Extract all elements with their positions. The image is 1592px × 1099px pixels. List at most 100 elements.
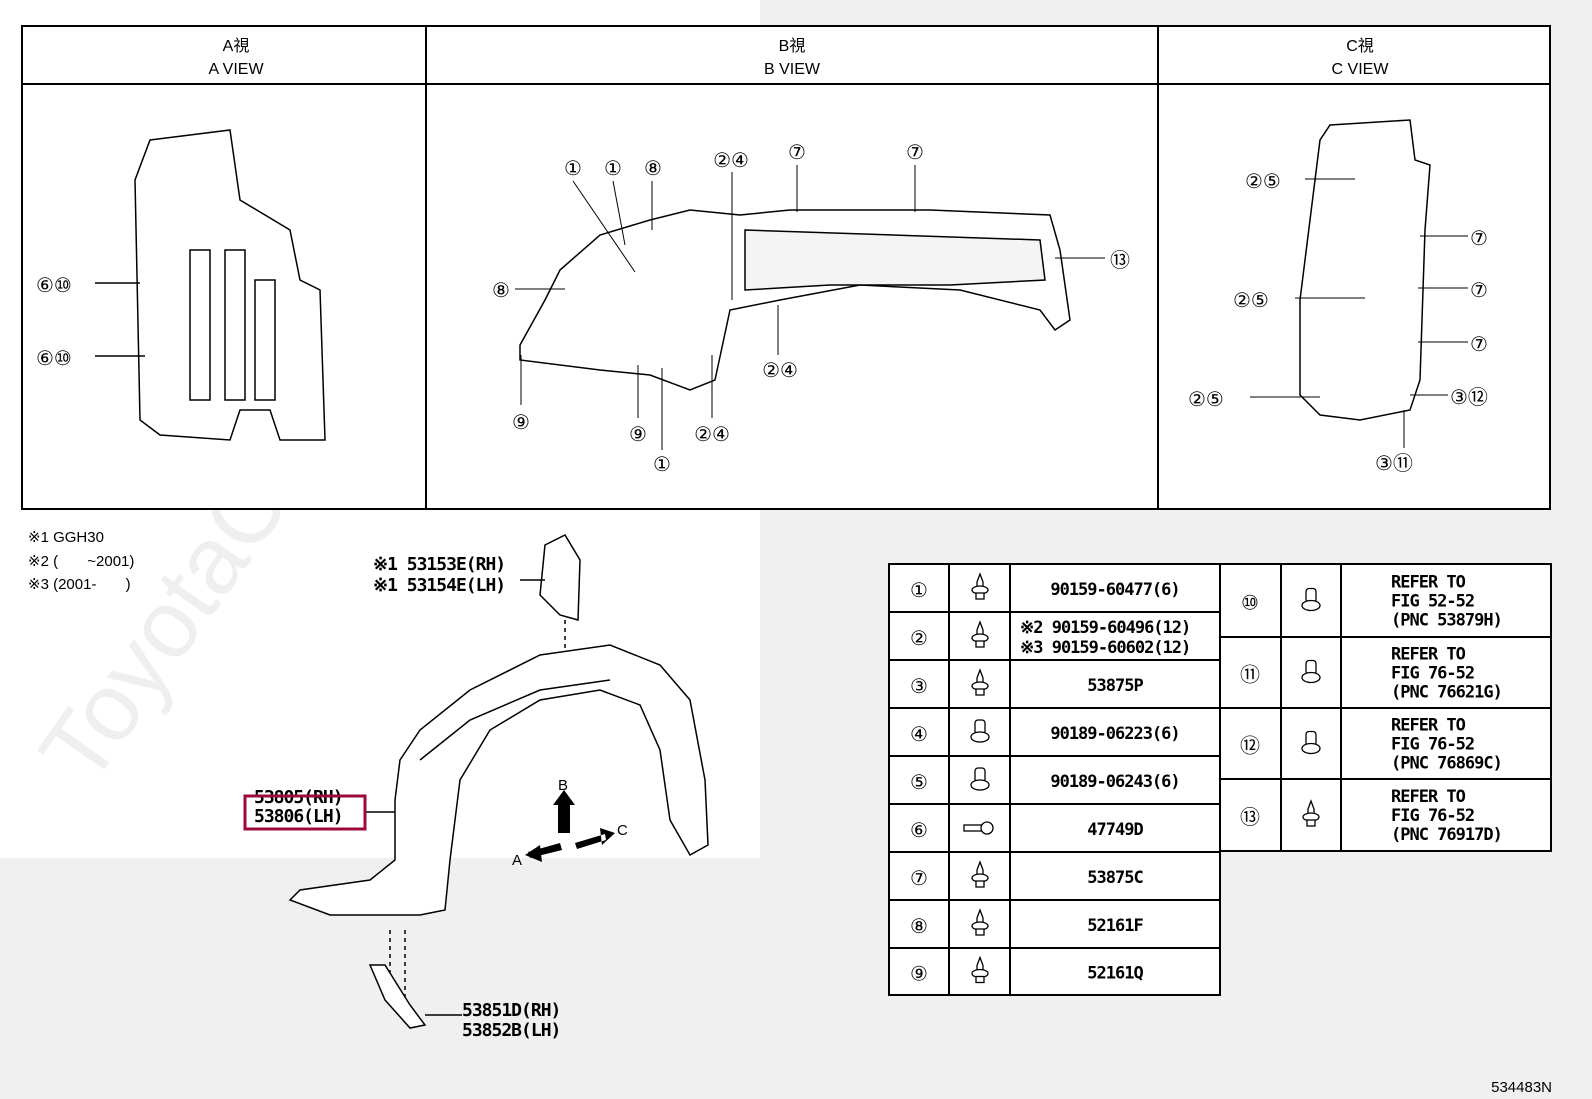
- part-number[interactable]: 53875P: [1087, 676, 1144, 696]
- reference-text: FIG 76-52: [1391, 664, 1474, 684]
- svg-text:C: C: [617, 822, 628, 839]
- callout: ③⑪: [1375, 451, 1413, 475]
- item-number: ⑤: [910, 770, 928, 794]
- reference-text: REFER TO: [1391, 573, 1466, 593]
- reference-text: REFER TO: [1391, 645, 1466, 665]
- part-number[interactable]: ※2 90159-60496(12): [1020, 618, 1191, 638]
- item-number: ⑥: [910, 818, 928, 842]
- clip-nut-icon: [1301, 659, 1321, 684]
- reference-text[interactable]: (PNC 76621G): [1391, 683, 1503, 703]
- push-rivet-icon: [971, 955, 989, 984]
- part-number[interactable]: 53875C: [1087, 868, 1143, 888]
- b-view-liner-drawing: [515, 165, 1105, 450]
- reference-text: FIG 76-52: [1391, 735, 1474, 755]
- callout: ⑦: [1470, 226, 1488, 250]
- callout: ⑦: [906, 140, 924, 164]
- reference-text: FIG 76-52: [1391, 806, 1474, 826]
- item-number: ⑫: [1240, 734, 1260, 758]
- item-number: ①: [910, 578, 928, 602]
- part-number[interactable]: 90189-06223(6): [1050, 724, 1180, 744]
- b-view-title: B VIEW: [764, 61, 821, 78]
- callout: ⑥⑩: [36, 273, 72, 297]
- lower-lh-label[interactable]: 53852B(LH): [462, 1020, 561, 1041]
- note-2: ※2 ( ~2001): [28, 553, 134, 570]
- a-view-title: A VIEW: [208, 61, 264, 78]
- arrow-b-icon: [553, 790, 575, 833]
- callout: ①: [604, 156, 622, 180]
- callout: ⑨: [512, 410, 530, 434]
- clip-icon: [1301, 587, 1321, 612]
- part-number[interactable]: ※3 90159-60602(12): [1020, 638, 1191, 658]
- item-number: ③: [910, 674, 928, 698]
- reference-text: REFER TO: [1391, 787, 1466, 807]
- arrow-a-icon: [525, 843, 562, 862]
- reference-text[interactable]: (PNC 76869C): [1391, 754, 1503, 774]
- part-number[interactable]: 90189-06243(6): [1050, 772, 1180, 792]
- lower-rh-label[interactable]: 53851D(RH): [462, 1000, 561, 1021]
- callout: ⑦: [788, 140, 806, 164]
- callout: ⑨: [629, 422, 647, 446]
- part-number[interactable]: 90159-60477(6): [1050, 580, 1180, 600]
- callout: ③⑫: [1450, 385, 1488, 409]
- item-number: ⑨: [910, 962, 928, 986]
- item-number: ⑩: [1241, 591, 1259, 615]
- part-number[interactable]: 52161Q: [1087, 964, 1144, 984]
- callout: ⑦: [1470, 278, 1488, 302]
- clip-nut-icon: [970, 767, 990, 791]
- highlight-box: [243, 794, 367, 831]
- svg-text:A: A: [512, 852, 522, 869]
- push-rivet-icon: [1302, 799, 1320, 827]
- figure-id: 534483N: [1491, 1079, 1552, 1096]
- callout: ⑧: [644, 156, 662, 180]
- callout: ⑧: [492, 278, 510, 302]
- fastener-table: [888, 563, 1552, 996]
- item-number: ⑧: [910, 914, 928, 938]
- note-1: ※1 GGH30: [28, 529, 104, 546]
- callout: ①: [653, 452, 671, 476]
- arrow-c-icon: [575, 828, 615, 849]
- callout: ②⑤: [1188, 387, 1224, 411]
- b-view-title-jp: B視: [779, 37, 806, 55]
- callout: ②④: [713, 148, 749, 172]
- cable-clamp-icon: [963, 821, 994, 835]
- table-row: ③ 53875P: [910, 668, 1144, 698]
- liner-lh-label[interactable]: 53806(LH): [254, 806, 344, 827]
- part-number[interactable]: 52161F: [1087, 916, 1144, 936]
- callout: ⑦: [1470, 332, 1488, 356]
- reference-text: FIG 52-52: [1391, 592, 1474, 612]
- table-row: ⑦ 53875C: [910, 860, 1144, 890]
- bracket-lh-label[interactable]: ※1 53154E(LH): [373, 575, 506, 596]
- c-view-liner-drawing: [1250, 119, 1468, 448]
- a-view-title-jp: A視: [223, 37, 250, 55]
- screw-grommet-icon: [971, 620, 989, 648]
- clip-nut-icon: [1301, 730, 1321, 755]
- callout: ①: [564, 156, 582, 180]
- c-view-title: C VIEW: [1332, 61, 1390, 78]
- item-number: ⑪: [1240, 663, 1260, 687]
- callout: ⑥⑩: [36, 346, 72, 370]
- table-row: ① 90159-60477(6): [910, 572, 1181, 602]
- item-number: ②: [910, 626, 928, 650]
- callout: ②④: [762, 358, 798, 382]
- item-number: ⑬: [1240, 805, 1260, 829]
- a-view-liner-drawing: [95, 129, 326, 441]
- part-number[interactable]: 47749D: [1087, 820, 1144, 840]
- reference-text[interactable]: (PNC 76917D): [1391, 825, 1503, 845]
- callout: ⑬: [1110, 248, 1130, 272]
- callout: ②⑤: [1233, 288, 1269, 312]
- table-row: ⑧ 52161F: [910, 908, 1144, 938]
- exploded-liner-drawing: [288, 534, 709, 1029]
- screw-grommet-icon: [971, 668, 989, 696]
- reference-text[interactable]: (PNC 53879H): [1391, 611, 1503, 631]
- c-view-title-jp: C視: [1346, 37, 1374, 55]
- item-number: ⑦: [910, 866, 928, 890]
- bracket-rh-label[interactable]: ※1 53153E(RH): [373, 554, 506, 575]
- svg-text:B: B: [558, 777, 568, 794]
- direction-arrows: B A C: [512, 777, 628, 869]
- table-row: ⑤ 90189-06243(6): [910, 767, 1181, 794]
